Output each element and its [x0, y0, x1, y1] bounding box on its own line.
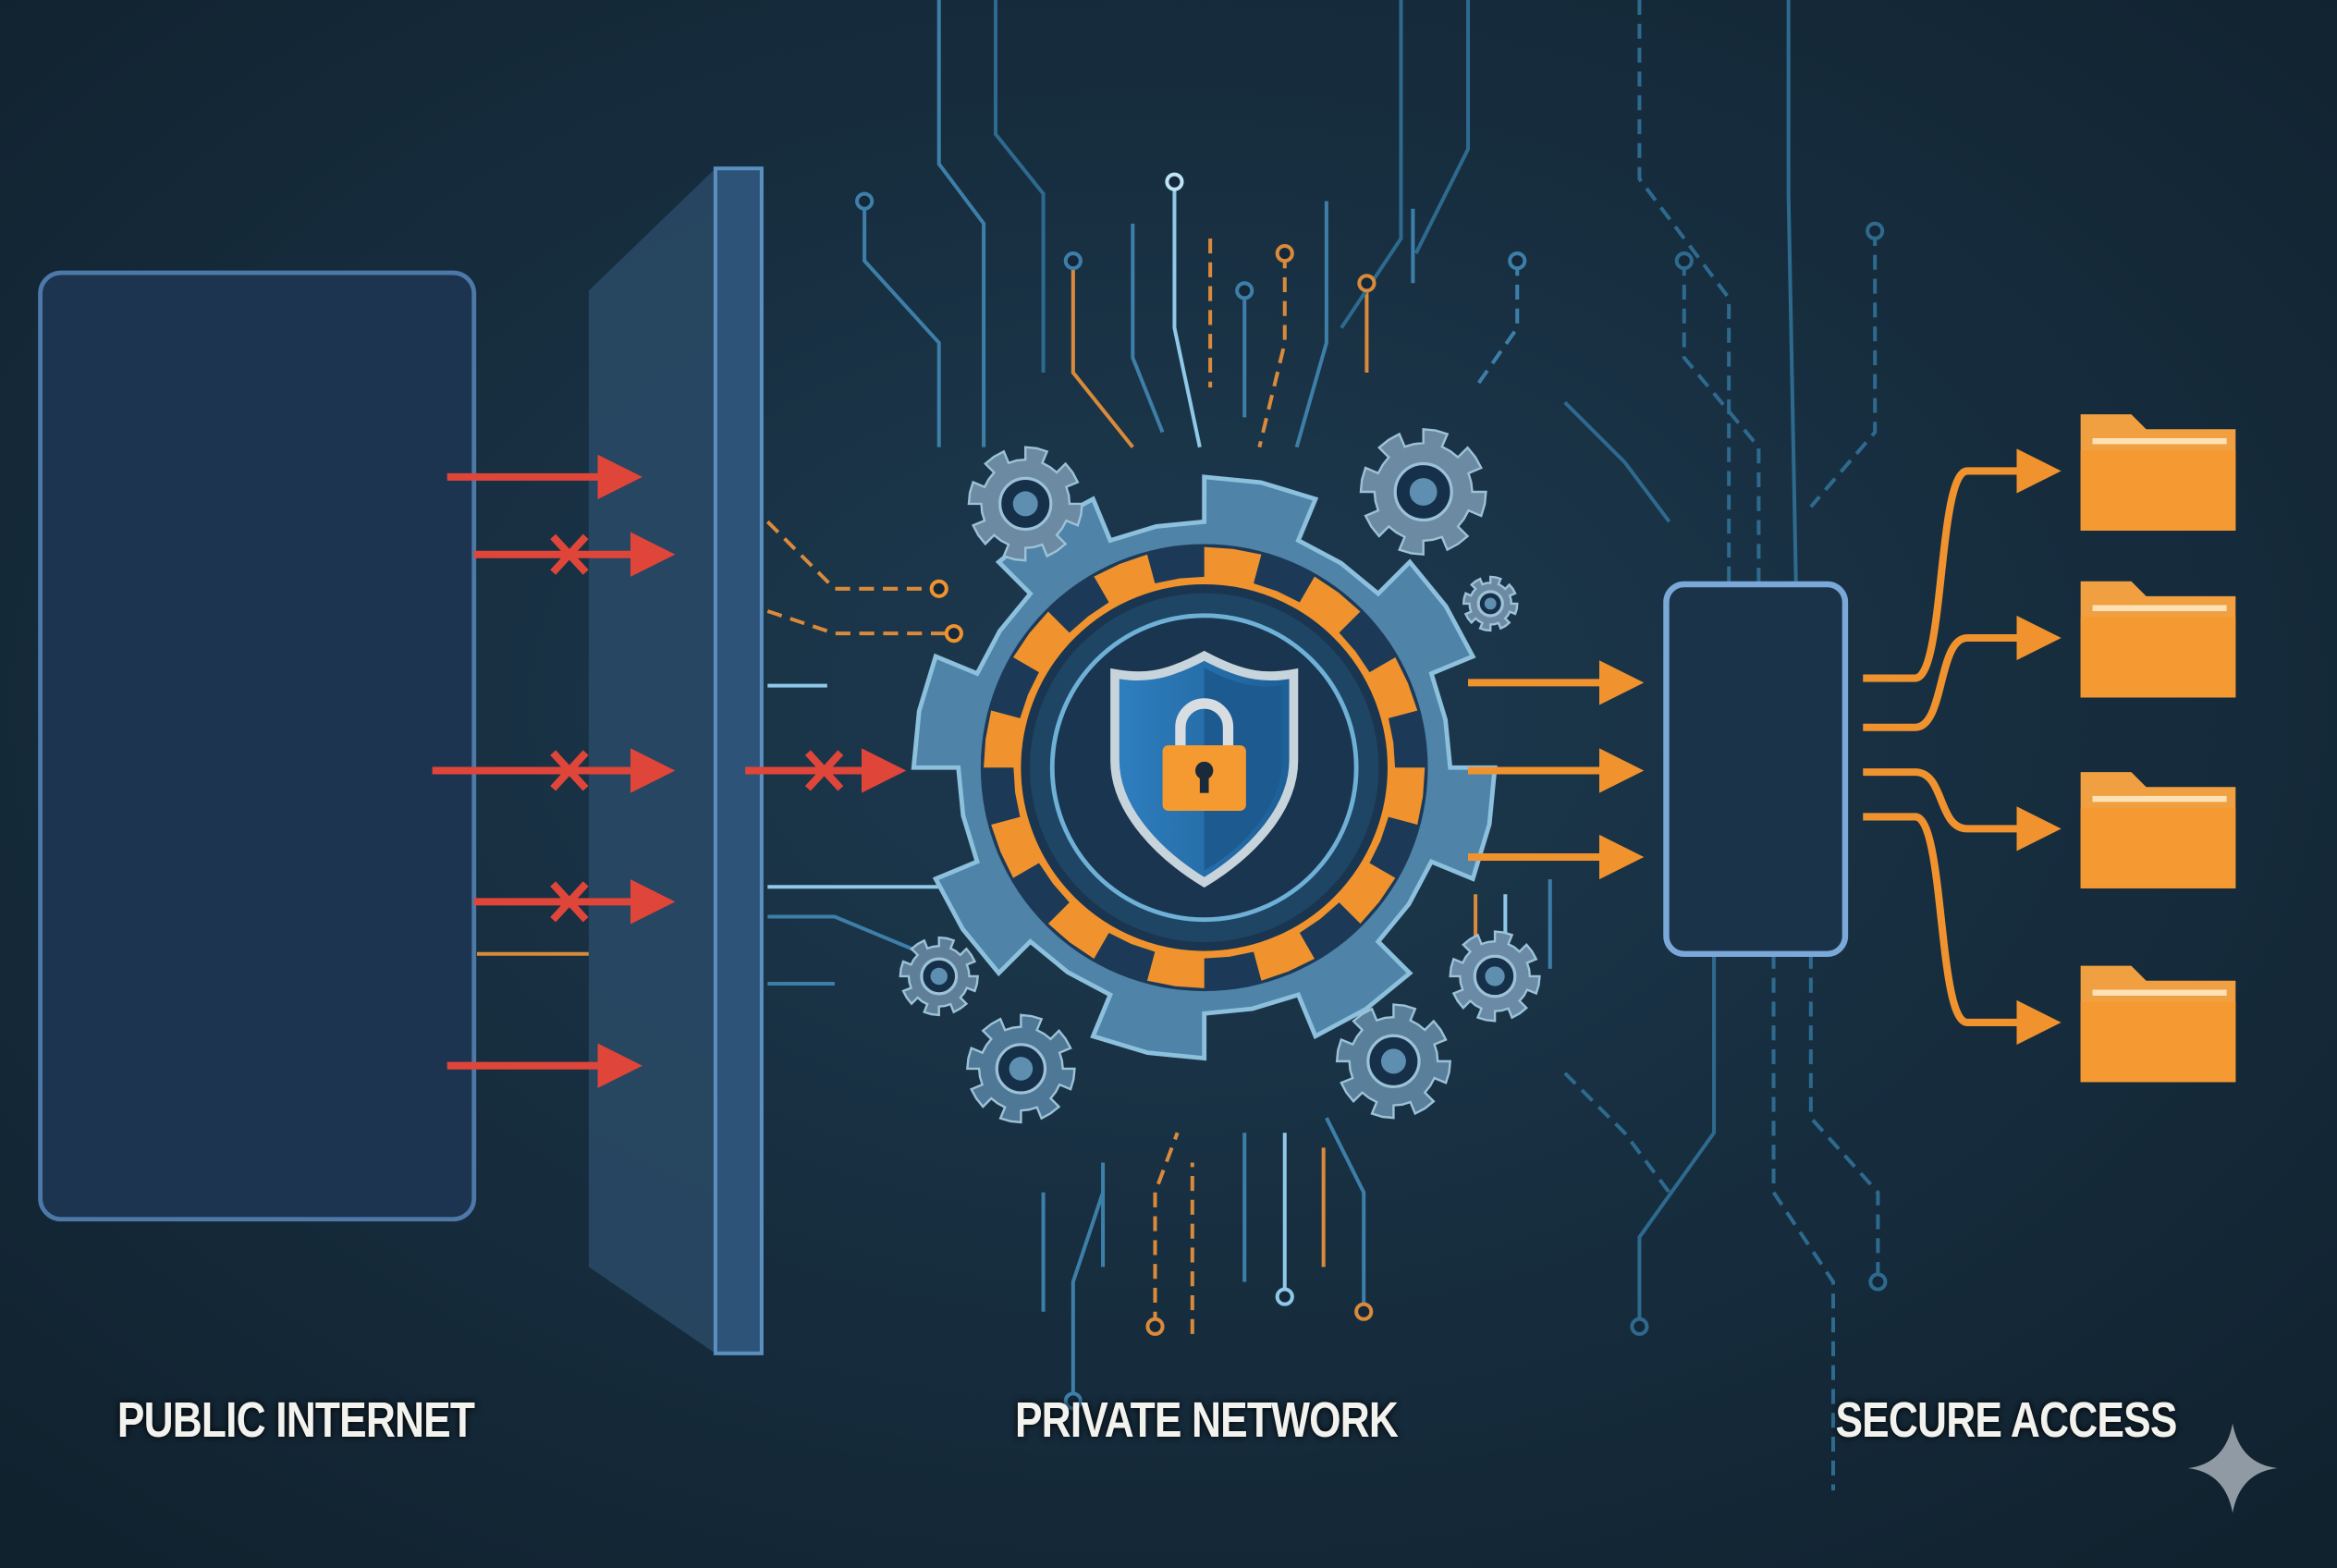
- circuit-node: [1278, 246, 1292, 261]
- gear-icon: [1463, 577, 1517, 631]
- gear-icon: [1337, 1005, 1450, 1119]
- circuit-node: [1167, 175, 1181, 190]
- circuit-node: [1356, 1305, 1371, 1319]
- circuit-node: [857, 194, 872, 209]
- folder-icon: [2081, 966, 2236, 1083]
- circuit-node: [947, 626, 961, 641]
- folder-icon: [2081, 772, 2236, 888]
- circuit-node: [1632, 1319, 1646, 1334]
- circuit-node: [1359, 276, 1374, 290]
- gear-icon: [900, 937, 978, 1015]
- security-core: [913, 477, 1495, 1059]
- circuit-node: [1870, 1274, 1885, 1289]
- gear-icon: [967, 1015, 1074, 1122]
- label-secure-access: SECURE ACCESS: [1809, 1391, 2203, 1449]
- label-private-network: PRIVATE NETWORK: [1009, 1391, 1403, 1449]
- firewall-wall: [716, 168, 762, 1354]
- secure-gateway-device: [1666, 584, 1844, 954]
- circuit-node: [1677, 253, 1692, 268]
- firewall-face: [589, 168, 716, 1354]
- circuit-node: [1278, 1290, 1292, 1305]
- circuit-node: [1510, 253, 1524, 268]
- circuit-node: [932, 582, 947, 596]
- circuit-node: [1066, 253, 1081, 268]
- folder-icon: [2081, 414, 2236, 531]
- circuit-node: [1237, 283, 1252, 298]
- public-internet-panel: [41, 273, 474, 1219]
- circuit-node: [1867, 224, 1882, 239]
- folder-icon: [2081, 582, 2236, 698]
- label-public-internet: PUBLIC INTERNET: [99, 1391, 493, 1449]
- gear-icon: [1361, 429, 1486, 554]
- circuit-node: [1147, 1319, 1162, 1334]
- gear-icon: [1450, 932, 1540, 1022]
- gear-icon: [969, 447, 1083, 561]
